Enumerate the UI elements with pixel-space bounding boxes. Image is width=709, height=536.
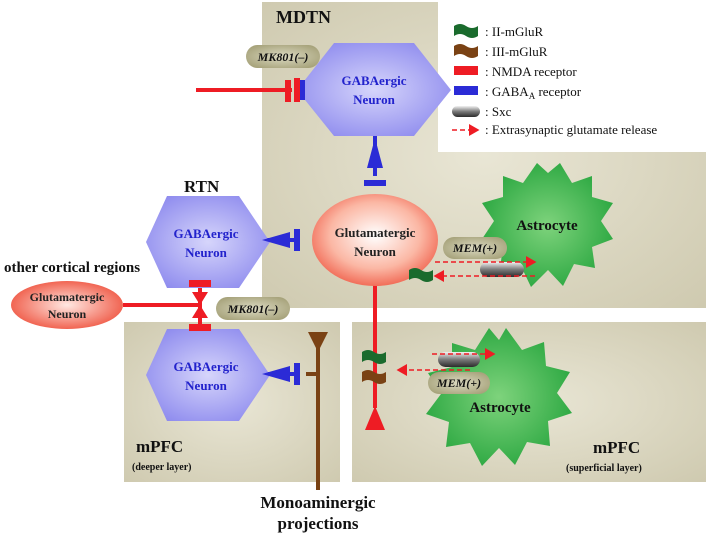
region-title-mpfc-superficial: mPFC bbox=[593, 438, 640, 457]
mdtn-gaba-neuron bbox=[297, 43, 451, 136]
legend-label-iii-mglur: : III-mGluR bbox=[485, 44, 548, 59]
mdtn-glutamatergic-neuron bbox=[312, 194, 438, 286]
legend-nmda-icon bbox=[454, 66, 478, 75]
region-title-other-cortical: other cortical regions bbox=[4, 260, 140, 276]
legend-iii-mglur-icon bbox=[454, 44, 478, 58]
rtn-gaba-neuron-label-1: GABAergic bbox=[174, 226, 239, 241]
sxc-mpfc bbox=[438, 352, 480, 367]
mk801-label-top: MK801(–) bbox=[257, 50, 309, 64]
legend-label-extrasynaptic: : Extrasynaptic glutamate release bbox=[485, 122, 657, 137]
mdtn-glut-neuron-label-1: Glutamatergic bbox=[335, 225, 416, 240]
cortical-glutamatergic-neuron bbox=[11, 281, 123, 329]
region-title-mdtn: MDTN bbox=[276, 7, 331, 27]
monoaminergic-terminal bbox=[308, 332, 328, 352]
mem-label-top: MEM(+) bbox=[452, 241, 497, 255]
mdtn-gaba-neuron-label-1: GABAergic bbox=[342, 73, 407, 88]
mem-pill-bottom bbox=[428, 372, 490, 394]
nmda-bowtie-bottom bbox=[192, 305, 208, 318]
legend-ii-mglur-icon bbox=[454, 24, 478, 38]
mem-label-bottom: MEM(+) bbox=[436, 376, 481, 390]
region-title-mpfc-deep: mPFC bbox=[136, 437, 183, 456]
mdtn-gaba-terminal bbox=[367, 138, 383, 168]
glut-axon-terminal bbox=[365, 406, 385, 430]
legend-sxc-icon bbox=[452, 106, 480, 117]
mdtn-glut-neuron-label-2: Neuron bbox=[354, 244, 396, 259]
legend: : II-mGluR : III-mGluR : NMDA receptor :… bbox=[452, 24, 657, 137]
legend-label-sxc: : Sxc bbox=[485, 104, 512, 119]
mpfc-astrocyte-label: Astrocyte bbox=[469, 400, 531, 416]
sxc-mdtn bbox=[480, 262, 524, 277]
mpfc-gaba-neuron-label-2: Neuron bbox=[185, 378, 227, 393]
legend-label-ii-mglur: : II-mGluR bbox=[485, 24, 543, 39]
ii-mglur-mpfc bbox=[362, 350, 386, 364]
mdtn-astrocyte-label: Astrocyte bbox=[516, 218, 578, 234]
legend-label-nmda: : NMDA receptor bbox=[485, 64, 577, 79]
mpfc-gaba-terminal bbox=[262, 366, 290, 382]
projections-label-2: projections bbox=[278, 514, 359, 533]
mem-pill-top bbox=[443, 237, 507, 259]
nmda-receptor-mdtn-pre bbox=[285, 80, 291, 102]
region-title-rtn: RTN bbox=[184, 177, 220, 196]
mk801-pill-top bbox=[246, 45, 320, 68]
rtn-gaba-neuron-label-2: Neuron bbox=[185, 245, 227, 260]
gaba-a-receptor-glut-left bbox=[294, 229, 300, 251]
iii-mglur-mpfc bbox=[362, 370, 386, 384]
mdtn-astrocyte bbox=[482, 163, 613, 287]
mk801-pill-mid bbox=[216, 297, 290, 320]
legend-gaba-a-icon bbox=[454, 86, 478, 95]
ii-mglur-mdtn bbox=[409, 268, 433, 282]
mpfc-gaba-neuron-label-1: GABAergic bbox=[174, 359, 239, 374]
legend-label-gaba-a: : GABAA receptor bbox=[485, 84, 582, 101]
nmda-receptor-rtn bbox=[189, 280, 211, 287]
rtn-gaba-terminal bbox=[262, 232, 290, 248]
gaba-a-receptor-mdtn-out bbox=[300, 80, 305, 100]
region-subtitle-mpfc-deep: (deeper layer) bbox=[132, 462, 192, 473]
gaba-a-receptor-glut-top bbox=[364, 180, 386, 186]
projections-label-1: Monoaminergic bbox=[260, 493, 376, 512]
nmda-bowtie-top bbox=[192, 292, 208, 305]
mpfc-gaba-neuron bbox=[146, 329, 270, 421]
mdtn-gaba-neuron-label-2: Neuron bbox=[353, 92, 395, 107]
gaba-a-receptor-mpfc bbox=[294, 363, 300, 385]
nmda-receptor-mpfc bbox=[189, 324, 211, 331]
mk801-label-mid: MK801(–) bbox=[227, 302, 279, 316]
nmda-receptor-mdtn bbox=[294, 78, 300, 102]
region-subtitle-mpfc-superficial: (superficial layer) bbox=[566, 463, 642, 474]
cortical-glut-neuron-label-2: Neuron bbox=[48, 307, 87, 321]
cortical-glut-neuron-label-1: Glutamatergic bbox=[30, 290, 105, 304]
rtn-gaba-neuron bbox=[146, 196, 270, 288]
